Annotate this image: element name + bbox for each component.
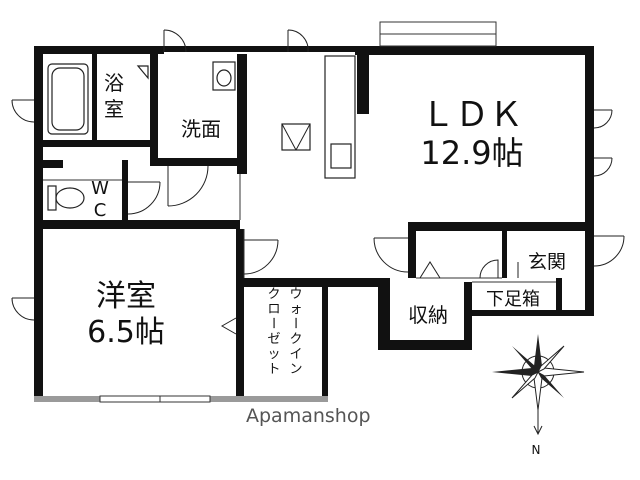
wc-label-2: C (94, 200, 107, 221)
closet-glyph: ッ (267, 347, 280, 362)
room-labels: 浴 室 洗面 W C ＬＤＫ 12.9帖 洋室 6.5帖 収納 玄関 下足箱 ウ… (87, 71, 566, 377)
ldk-size: 12.9帖 (420, 134, 523, 172)
door-western-room (243, 239, 279, 275)
closet-glyph: ウ (289, 287, 302, 302)
door-outer-left-upper (11, 99, 35, 123)
closet-glyph: ク (289, 332, 302, 347)
door-storage (419, 261, 441, 279)
refrigerator-icon (281, 123, 311, 151)
western-room-size: 6.5帖 (87, 315, 165, 350)
fixtures (47, 55, 519, 278)
door-closet (220, 317, 237, 335)
door-wc (127, 181, 161, 215)
closet-glyph: ク (267, 287, 280, 302)
door-entrance-inner (479, 259, 499, 279)
washroom-label: 洗面 (181, 117, 221, 141)
toilet-icon (47, 185, 85, 211)
closet-glyph: ン (289, 362, 302, 377)
partitions (43, 174, 556, 283)
closet-glyph: ゼ (267, 332, 280, 347)
closet-glyph: ー (265, 316, 280, 329)
kitchen-counter-icon (324, 55, 356, 179)
door-entrance (593, 235, 625, 267)
compass-north-label: N (532, 443, 541, 457)
shoe-box-label: 下足箱 (486, 289, 540, 310)
washbasin-icon (212, 61, 236, 91)
closet-glyph: ォ (289, 302, 302, 317)
windows (99, 21, 497, 403)
door-right-lower (593, 157, 613, 177)
closet-glyph: ー (287, 316, 302, 329)
door-top-middle (287, 29, 309, 53)
door-top-left (163, 29, 187, 53)
door-outer-left-lower (11, 297, 35, 321)
bath-label-1: 浴 (104, 71, 124, 95)
door-washroom (167, 165, 209, 207)
doors (11, 29, 625, 335)
storage-label: 収納 (408, 303, 448, 327)
western-room-name: 洋室 (96, 279, 156, 314)
compass-icon (492, 334, 585, 436)
closet-glyph: イ (289, 347, 302, 362)
bath-label-2: 室 (104, 97, 124, 121)
entrance-label: 玄関 (528, 251, 566, 273)
ldk-name: ＬＤＫ (421, 95, 523, 135)
watermark-logo: Apamanshop (246, 405, 371, 427)
shower-icon (136, 65, 149, 80)
bathtub-icon (47, 63, 89, 135)
door-right-upper (593, 109, 613, 129)
closet-glyph: ロ (267, 302, 280, 317)
closet-glyph: ト (267, 362, 280, 377)
door-hall (373, 237, 409, 273)
wc-label-1: W (91, 178, 109, 199)
